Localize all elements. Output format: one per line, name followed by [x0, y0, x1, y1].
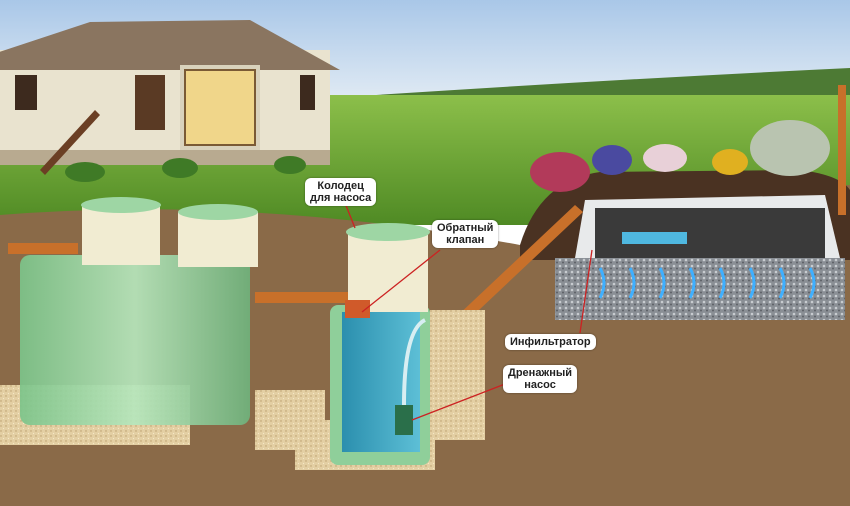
label-pump-well-line1: Колодец — [317, 180, 364, 192]
drain-pump — [395, 405, 413, 435]
label-check-valve-line2: клапан — [446, 234, 485, 246]
label-drain-pump: Дренажный насос — [503, 365, 578, 393]
label-pump-well-line2: для насоса — [310, 192, 372, 204]
label-drain-pump-line1: Дренажный — [508, 367, 573, 379]
transfer-pipe — [255, 292, 370, 303]
label-infiltrator-text: Инфильтратор — [510, 336, 591, 348]
leader-lines — [344, 202, 593, 421]
label-infiltrator: Инфильтратор — [505, 334, 596, 350]
pump-well — [295, 223, 485, 470]
label-drain-pump-line2: насос — [524, 379, 556, 391]
infiltrator — [530, 120, 845, 320]
label-check-valve: Обратный клапан — [432, 220, 499, 248]
vent-pipe — [838, 85, 846, 215]
septic-tank — [0, 197, 325, 450]
house — [0, 20, 340, 182]
inlet-pipe — [8, 243, 78, 254]
outlet-pipe — [440, 205, 583, 326]
label-check-valve-line1: Обратный — [437, 222, 494, 234]
label-pump-well: Колодец для насоса — [305, 178, 377, 206]
